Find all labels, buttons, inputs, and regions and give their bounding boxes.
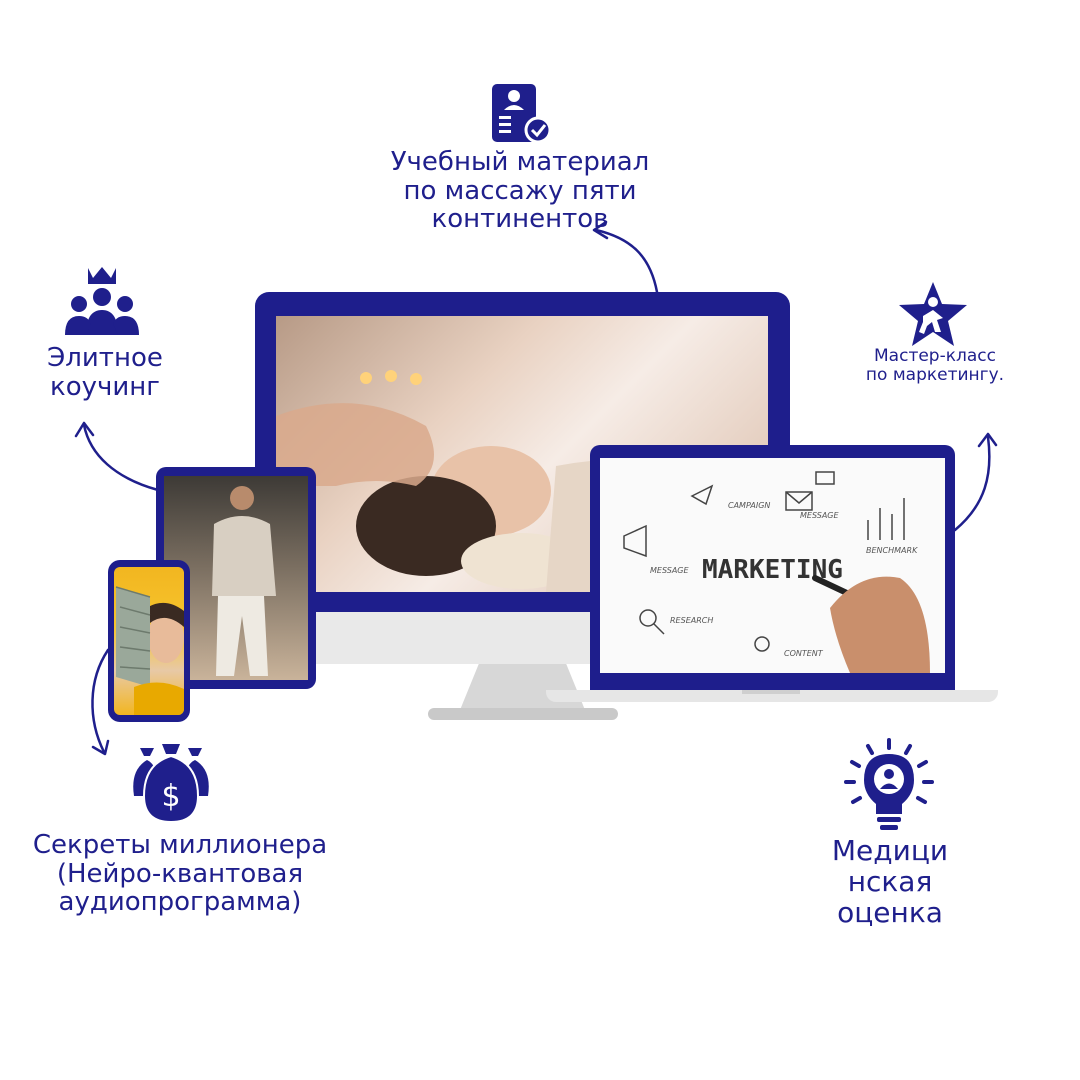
coaching-label: Элитное коучинг — [47, 343, 163, 402]
marketing-class-label: Мастер-класс по маркетингу. — [865, 346, 1005, 385]
board-word-message-top: MESSAGE — [800, 511, 840, 520]
board-word-benchmark: BENCHMARK — [866, 546, 918, 555]
money-fan-photo — [114, 567, 184, 715]
laptop-notch — [742, 690, 800, 694]
lightbulb-person-icon — [844, 738, 934, 834]
svg-text:$: $ — [161, 779, 180, 814]
money-bags-icon: $ — [128, 740, 214, 826]
training-label: Учебный материал по массажу пяти контине… — [390, 147, 650, 235]
board-word-message-left: MESSAGE — [650, 566, 690, 575]
crowned-group-icon — [64, 264, 140, 336]
star-person-icon — [897, 280, 969, 348]
monitor-stand — [460, 664, 585, 710]
monitor-base — [428, 708, 618, 720]
laptop-base — [546, 690, 998, 702]
board-word-campaign: CAMPAIGN — [728, 501, 770, 510]
board-word-content: CONTENT — [784, 649, 824, 658]
medical-label: Медици нская оценка — [831, 834, 949, 929]
marketing-whiteboard: MARKETING CAMPAIGN MESSAGE BENCHMARK MES… — [600, 458, 945, 673]
millionaire-label: Секреты миллионера (Нейро-квантовая ауди… — [32, 830, 328, 918]
board-word-research: RESEARCH — [670, 616, 713, 625]
document-person-check-icon — [490, 84, 552, 146]
